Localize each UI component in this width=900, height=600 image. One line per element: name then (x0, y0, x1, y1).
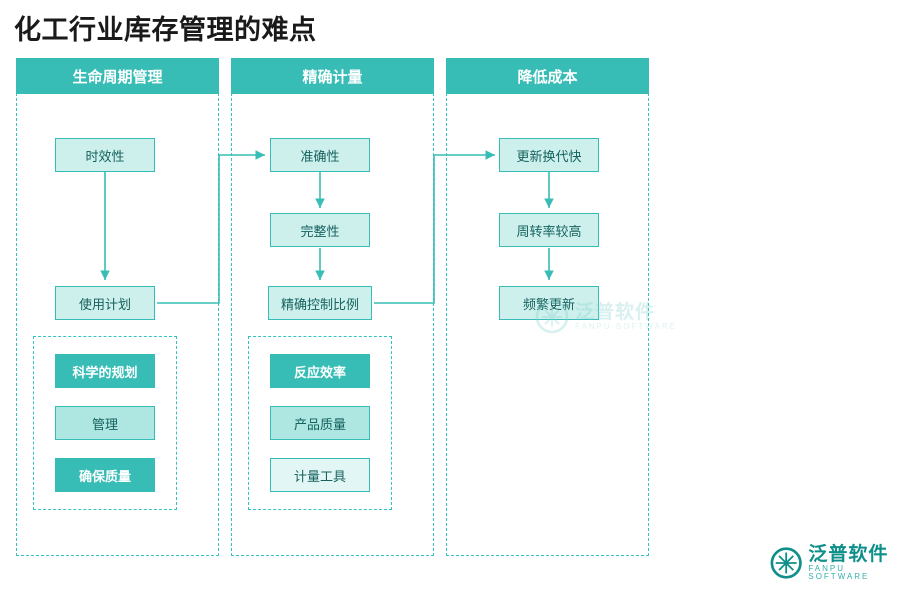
chip-measurement-1[interactable]: 产品质量 (270, 406, 370, 440)
node-lifecycle-timeliness[interactable]: 时效性 (55, 138, 155, 172)
column-header-measurement: 精确计量 (231, 58, 434, 94)
node-lifecycle-usage-plan[interactable]: 使用计划 (55, 286, 155, 320)
node-measurement-accuracy[interactable]: 准确性 (270, 138, 370, 172)
column-header-cost: 降低成本 (446, 58, 649, 94)
chip-lifecycle-0[interactable]: 科学的规划 (55, 354, 155, 388)
watermark-main: 泛普软件 FANPU SOFTWARE (770, 545, 900, 582)
node-measurement-precise-ratio[interactable]: 精确控制比例 (268, 286, 372, 320)
chip-lifecycle-1[interactable]: 管理 (55, 406, 155, 440)
subbox-lifecycle (33, 336, 177, 510)
chip-lifecycle-2[interactable]: 确保质量 (55, 458, 155, 492)
chip-measurement-0[interactable]: 反应效率 (270, 354, 370, 388)
column-header-lifecycle: 生命周期管理 (16, 58, 219, 94)
node-measurement-completeness[interactable]: 完整性 (270, 213, 370, 247)
node-cost-frequent-update[interactable]: 频繁更新 (499, 286, 599, 320)
node-cost-fast-turnover[interactable]: 更新换代快 (499, 138, 599, 172)
chip-measurement-2[interactable]: 计量工具 (270, 458, 370, 492)
watermark-main-cn: 泛普软件 (808, 544, 889, 565)
fanpu-logo-main-icon (770, 547, 802, 579)
page-title: 化工行业库存管理的难点 (14, 15, 317, 45)
node-cost-high-rotation[interactable]: 周转率较高 (499, 213, 599, 247)
subbox-measurement (248, 336, 392, 510)
watermark-main-en: FANPU SOFTWARE (808, 563, 870, 582)
